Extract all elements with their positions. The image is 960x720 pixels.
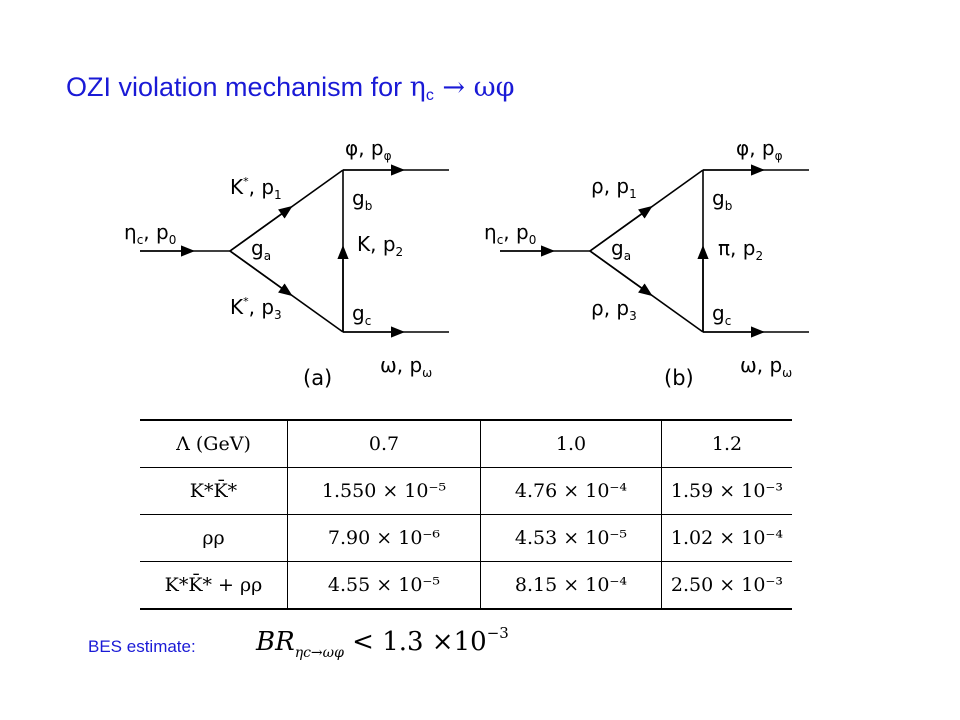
table-cell: 1.02 × 10⁻⁴	[661, 514, 792, 562]
header-cell: 0.7	[287, 419, 481, 468]
b-out-top-label: φ, pφ	[736, 136, 783, 163]
table-cell: 4.76 × 10⁻⁴	[480, 467, 662, 515]
a-lower-arrow	[229, 250, 293, 297]
b-lower-arrow	[589, 250, 653, 297]
a-lower-left-label: K*, p3	[230, 295, 282, 322]
diagram-a-lines	[140, 164, 449, 338]
bes-estimate-label: BES estimate:	[88, 637, 196, 656]
a-out-top-label: φ, pφ	[345, 136, 392, 163]
title-text: OZI violation mechanism for	[66, 72, 410, 102]
table-row: K*K̄* + ρρ 4.55 × 10⁻⁵ 8.15 × 10⁻⁴ 2.50 …	[140, 561, 792, 610]
bes-formula-relation: < 1.3 ×10	[352, 627, 487, 657]
table-cell: 8.15 × 10⁻⁴	[480, 561, 662, 610]
title-final-state: ωφ	[473, 72, 515, 103]
row-label: ρρ	[140, 514, 288, 562]
title-arrow: →	[433, 72, 474, 103]
a-upper-arrow	[229, 205, 293, 252]
a-incoming-label: ηc, p0	[124, 220, 177, 247]
b-vertex-bottom-label: gc	[712, 301, 732, 328]
table-row: K*K̄* 1.550 × 10⁻⁵ 4.76 × 10⁻⁴ 1.59 × 10…	[140, 467, 792, 515]
header-cell: Λ (GeV)	[140, 419, 288, 468]
b-caption: (b)	[664, 366, 694, 390]
a-upper-left-label: K*, p1	[230, 175, 282, 202]
b-upper-arrow	[589, 205, 653, 252]
results-table-body: Λ (GeV) 0.7 1.0 1.2 K*K̄* 1.550 × 10⁻⁵ 4…	[140, 419, 792, 610]
table-cell: 1.550 × 10⁻⁵	[287, 467, 481, 515]
diagram-b-lines	[500, 164, 809, 338]
row-label: K*K̄*	[140, 467, 288, 515]
b-incoming-label: ηc, p0	[484, 220, 537, 247]
results-table: Λ (GeV) 0.7 1.0 1.2 K*K̄* 1.550 × 10⁻⁵ 4…	[140, 419, 792, 610]
a-out-bottom-label: ω, pω	[380, 353, 433, 380]
table-cell: 4.55 × 10⁻⁵	[287, 561, 481, 610]
bes-formula-sub: ηc→ωφ	[294, 645, 344, 661]
title-eta: η	[409, 72, 426, 103]
a-vertex-left-label: ga	[251, 236, 272, 263]
table-cell: 2.50 × 10⁻³	[661, 561, 792, 610]
a-caption: (a)	[303, 366, 333, 390]
b-out-bottom-label: ω, pω	[740, 353, 793, 380]
bes-formula-main: BR	[256, 627, 295, 657]
b-lower-left-label: ρ, p3	[591, 296, 637, 323]
row-label: K*K̄* + ρρ	[140, 561, 288, 610]
table-cell: 7.90 × 10⁻⁶	[287, 514, 481, 562]
b-vertex-left-label: ga	[611, 236, 632, 263]
table-header-row: Λ (GeV) 0.7 1.0 1.2	[140, 419, 792, 468]
b-vertex-top-label: gb	[712, 186, 733, 213]
table-cell: 4.53 × 10⁻⁵	[480, 514, 662, 562]
title-eta-sub: c	[425, 87, 434, 104]
a-vertex-top-label: gb	[352, 186, 373, 213]
a-exchange-label: K, p2	[357, 232, 404, 259]
header-cell: 1.0	[480, 419, 662, 468]
bes-estimate-formula: BRηc→ωφ < 1.3 ×10−3	[256, 624, 509, 661]
a-vertex-bottom-label: gc	[352, 301, 372, 328]
table-cell: 1.59 × 10⁻³	[661, 467, 792, 515]
bes-formula-exponent: −3	[486, 624, 509, 642]
table-row: ρρ 7.90 × 10⁻⁶ 4.53 × 10⁻⁵ 1.02 × 10⁻⁴	[140, 514, 792, 562]
b-exchange-label: π, p2	[718, 236, 764, 263]
header-cell: 1.2	[661, 419, 792, 468]
page-title: OZI violation mechanism for ηc → ωφ	[66, 72, 515, 105]
b-upper-left-label: ρ, p1	[591, 174, 637, 201]
